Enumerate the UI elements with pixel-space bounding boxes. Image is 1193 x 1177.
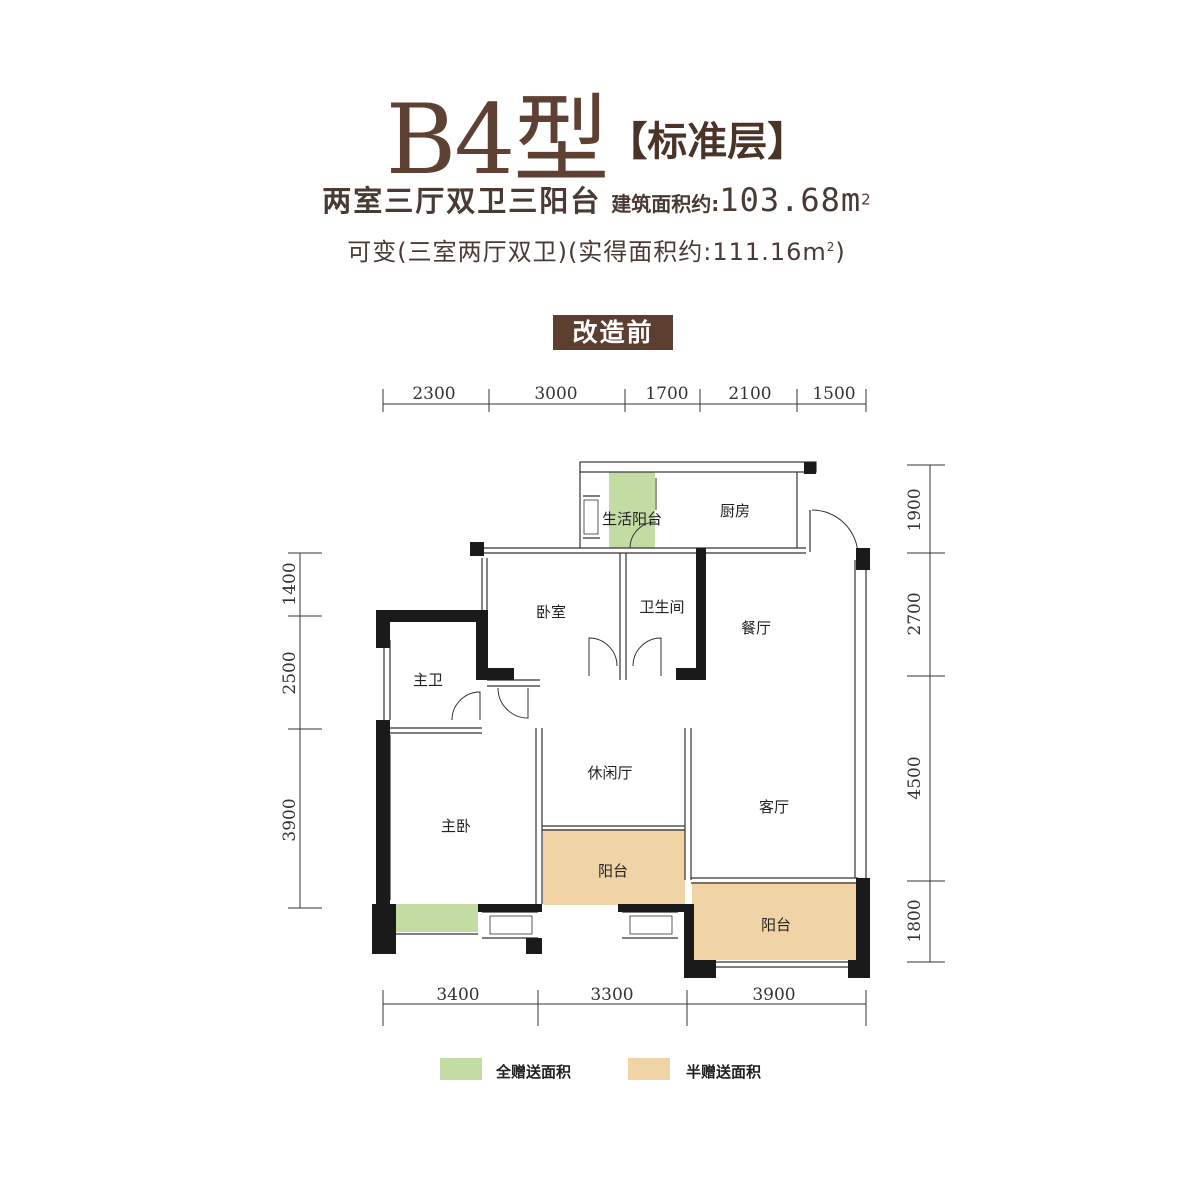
dim-left-3: 3900 (280, 798, 300, 841)
room-kitchen: 厨房 (720, 502, 750, 520)
legend-swatch-full-gift (440, 1058, 482, 1080)
before-renovation-badge: 改造前 (553, 315, 673, 350)
dim-left-2: 2500 (280, 651, 300, 694)
area-label: 建筑面积约: (611, 192, 720, 216)
area-unit-sup: 2 (861, 190, 871, 209)
door-swings (451, 478, 859, 721)
variant-close: ) (835, 238, 846, 266)
layout-summary: 两室三厅双卫三阳台建筑面积约:103.68m2 (0, 178, 1193, 220)
dim-bottom-1: 3400 (436, 985, 479, 1005)
dimension-lines (288, 389, 945, 1026)
floorplan-title: B4型【标准层】 (0, 62, 1193, 201)
dim-right-3: 4500 (905, 756, 925, 799)
legend-swatch-half-gift (628, 1058, 670, 1080)
balcony-2-area (692, 882, 858, 960)
dim-bottom-3: 3900 (752, 985, 795, 1005)
room-balcony-1: 阳台 (598, 862, 628, 880)
room-balcony-2: 阳台 (761, 916, 791, 934)
layout-description: 两室三厅双卫三阳台 (322, 184, 602, 218)
dim-right-4: 1800 (905, 899, 925, 942)
room-living: 客厅 (759, 798, 789, 816)
dim-left-1: 1400 (280, 562, 300, 605)
floor-type: 【标准层】 (607, 119, 808, 165)
model-name: B4型 (385, 84, 610, 196)
room-bedroom: 卧室 (536, 603, 566, 621)
variant-text: 可变(三室两厅双卫)(实得面积约:111.16m (347, 238, 827, 266)
room-master-bath: 主卫 (413, 671, 443, 689)
master-window-area (396, 904, 478, 932)
variant-summary: 可变(三室两厅双卫)(实得面积约:111.16m2) (0, 232, 1193, 267)
dim-top-4: 2100 (728, 384, 771, 404)
balcony-1-area (543, 829, 685, 905)
dim-right-2: 2700 (905, 592, 925, 635)
dim-right-1: 1900 (905, 488, 925, 531)
area-value: 103.68m (719, 181, 862, 219)
room-dining: 餐厅 (741, 619, 771, 637)
dim-bottom-2: 3300 (590, 985, 633, 1005)
legend-label-half-gift: 半赠送面积 (686, 1063, 762, 1081)
room-lounge: 休闲厅 (587, 764, 632, 782)
dim-top-2: 3000 (534, 384, 577, 404)
legend-label-full-gift: 全赠送面积 (496, 1063, 572, 1081)
dim-top-1: 2300 (412, 384, 455, 404)
room-bathroom: 卫生间 (639, 598, 684, 616)
variant-unit-sup: 2 (826, 240, 836, 254)
dim-top-5: 1500 (812, 384, 855, 404)
room-service-balcony: 生活阳台 (602, 510, 662, 528)
ac-units (489, 499, 673, 935)
room-master-bedroom: 主卧 (441, 817, 471, 835)
dim-top-3: 1700 (645, 384, 688, 404)
service-balcony-area (609, 472, 655, 548)
thick-walls (372, 462, 870, 978)
